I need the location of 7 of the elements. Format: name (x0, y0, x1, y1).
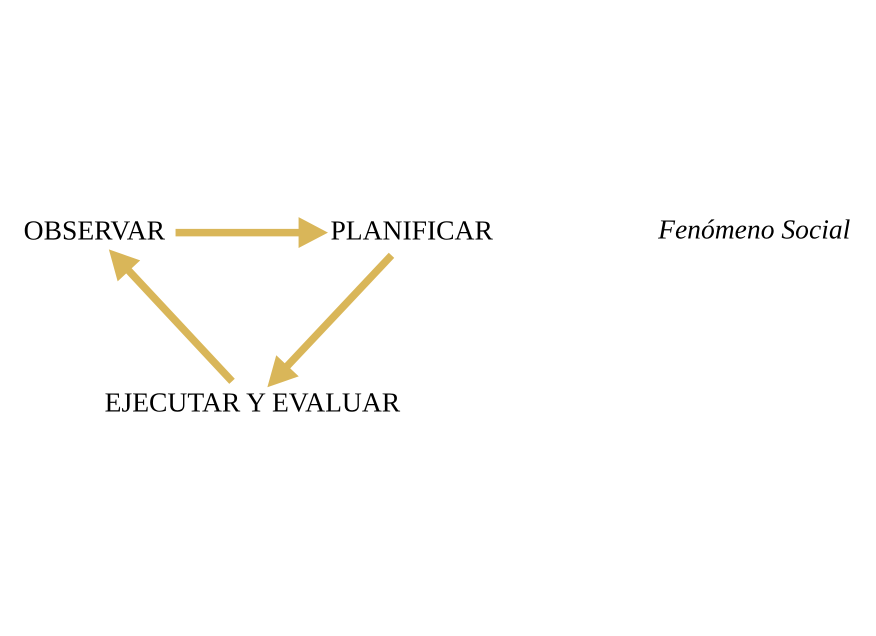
label: Fenómeno Social (658, 212, 850, 244)
arrow (267, 252, 394, 387)
node-text: PLANIFICAR (330, 214, 493, 246)
arrow (108, 248, 235, 384)
node-text: EJECUTAR Y EVALUAR (104, 386, 400, 417)
arrow (176, 216, 328, 248)
node-text: OBSERVAR (24, 214, 166, 246)
